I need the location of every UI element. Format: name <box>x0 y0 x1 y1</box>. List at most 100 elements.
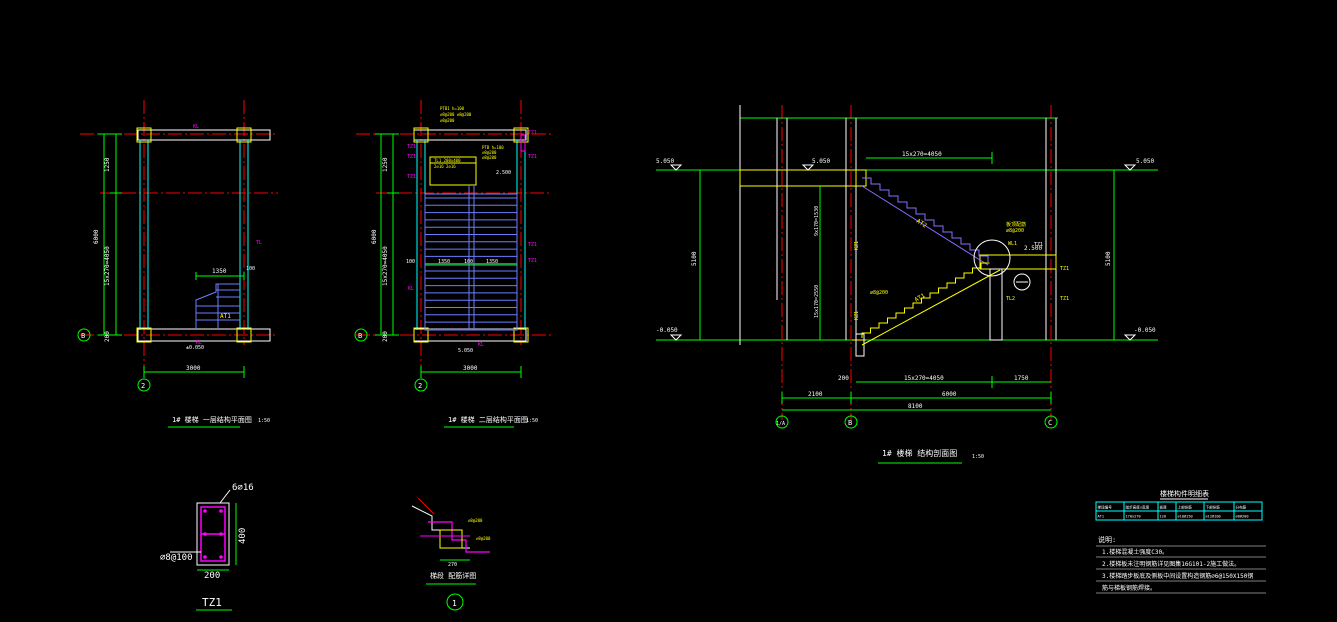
svg-text:KZ1: KZ1 <box>854 241 860 250</box>
svg-text:⌀8@200 ⌀8@200: ⌀8@200 ⌀8@200 <box>440 112 472 117</box>
plan2-dim-left-total: 6000 <box>371 229 378 244</box>
svg-text:TL1 200x400: TL1 200x400 <box>434 158 461 163</box>
spec-table-header: 分布筋 <box>1236 505 1247 510</box>
column-stirrup: ⌀8@100 <box>160 553 193 563</box>
spec-table-header: 下部纵筋 <box>1206 505 1221 510</box>
svg-text:板顶配筋: 板顶配筋 <box>1006 221 1026 228</box>
svg-text:PTB1 h=100: PTB1 h=100 <box>440 106 465 111</box>
svg-text:TZ1: TZ1 <box>528 258 537 264</box>
section-axis-a: 1/A <box>776 421 785 427</box>
section-level-landing: 2.500 <box>1024 245 1042 252</box>
notes-line-3: 3.楼梯踏步板底及侧板中间设置构造钢筋⌀6@150X150钢 <box>1102 572 1253 580</box>
svg-text:AT1: AT1 <box>220 313 231 320</box>
spec-table-cell: ⌀10@150 <box>1178 515 1193 519</box>
plan1-dim-inner: 1350 <box>212 268 227 275</box>
detail-tag-1: ⌀8@200 <box>468 518 483 523</box>
section-axis-c: C <box>1048 419 1052 427</box>
detail-1: ⌀8@200 ⌀8@200 270 梯段 配筋详图 1 <box>411 497 491 611</box>
spec-table-cell: 120 <box>1160 515 1167 519</box>
svg-text:TZ1: TZ1 <box>407 174 416 180</box>
plan-1: AT1 1350 100 1250 15x270=4050 6000 200 3… <box>77 100 278 428</box>
column-width: 200 <box>204 571 220 581</box>
plan1-dim-left-top: 1250 <box>104 157 111 172</box>
svg-text:PTB h=100: PTB h=100 <box>482 145 504 150</box>
plan1-grid-left: B <box>81 332 85 340</box>
section-flight-label-upper: AT2 <box>915 218 928 230</box>
svg-text:⌀8@200: ⌀8@200 <box>482 150 497 155</box>
section-axis-b: B <box>848 419 852 427</box>
plan1-dim-bottom: 3000 <box>186 365 201 372</box>
spec-table-title: 楼梯构件明细表 <box>1160 489 1209 498</box>
svg-text:⌀8@200: ⌀8@200 <box>482 155 497 160</box>
svg-text:WL1: WL1 <box>1008 241 1017 247</box>
section-scale: 1:50 <box>972 454 984 460</box>
section-dim-height-right: 5100 <box>1105 251 1112 266</box>
spec-table-cell: ⌀12@100 <box>1206 515 1221 519</box>
plan1-scale: 1:50 <box>258 418 270 424</box>
svg-text:TZ1: TZ1 <box>528 242 537 248</box>
plan2-grid-left: B <box>358 332 362 340</box>
notes-line-2: 2.楼梯板未注明钢筋详见图集16G101-2施工做法。 <box>1102 560 1240 568</box>
svg-text:KL: KL <box>408 286 414 292</box>
section-dim-lower-flight: 15x170=2550 <box>814 285 820 318</box>
plan2-dim-left-top: 1250 <box>382 157 389 172</box>
plan1-dim-left-mid: 15x270=4050 <box>104 246 111 286</box>
notes-heading: 说明: <box>1098 535 1116 544</box>
section-dim-total-a: 2100 <box>808 391 823 398</box>
plan2-level-bottom: 5.050 <box>458 348 473 354</box>
plan2-dim-left-mid: 15x270=4050 <box>382 246 389 286</box>
spec-table-cell: ⌀8@200 <box>1236 515 1249 519</box>
plan2-dim-inner-b: 100 <box>464 259 473 265</box>
svg-text:TZ1: TZ1 <box>407 154 416 160</box>
column-name: TZ1 <box>202 596 222 609</box>
column-tz1: 6⌀16 ⌀8@100 200 400 TZ1 <box>160 483 254 611</box>
plan-2: PTB1 h=100 ⌀8@200 ⌀8@200 ⌀8@200 PTB h=10… <box>354 100 552 428</box>
spec-table-header: 踏步高度x宽度 <box>1126 505 1150 510</box>
section-level-top-right: 5.050 <box>1136 158 1154 165</box>
spec-table-cell: 170x270 <box>1126 515 1141 519</box>
svg-text:⌀8@200: ⌀8@200 <box>440 118 455 123</box>
column-height: 400 <box>238 528 248 544</box>
spec-table-header: 梯段编号 <box>1098 505 1113 510</box>
svg-text:TZ1: TZ1 <box>407 144 416 150</box>
notes-line-4: 筋与梯板钢筋焊接。 <box>1102 584 1156 592</box>
svg-text:TL: TL <box>256 240 262 246</box>
svg-text:TZ1: TZ1 <box>1060 296 1069 302</box>
svg-text:⌀8@200: ⌀8@200 <box>870 290 888 296</box>
section-level-top-mid: 5.050 <box>812 158 830 165</box>
plan2-level-top: 2.500 <box>496 170 511 176</box>
svg-text:⌀8@200: ⌀8@200 <box>1006 228 1024 234</box>
svg-text:TZ1: TZ1 <box>528 154 537 160</box>
section-level-bot-right: -0.050 <box>1134 327 1156 334</box>
section-dim-bottom-a: 15x270=4050 <box>904 375 944 382</box>
section-level-bot-left: -0.050 <box>656 327 678 334</box>
detail-dim: 270 <box>448 562 457 568</box>
plan1-level: ±0.050 <box>186 345 204 351</box>
detail-tag-2: ⌀8@200 <box>476 536 491 541</box>
spec-table-header: 上部纵筋 <box>1178 505 1193 510</box>
svg-text:2⌀16 2⌀16: 2⌀16 2⌀16 <box>434 164 456 169</box>
section-dim-200: 200 <box>838 375 849 382</box>
svg-text:TL2: TL2 <box>1006 296 1015 302</box>
plan2-scale: 1:50 <box>526 418 538 424</box>
column-top-bar: 6⌀16 <box>232 483 254 493</box>
section-flight-label-lower: AT1 <box>914 292 927 304</box>
section-dim-bottom-b: 1750 <box>1014 375 1029 382</box>
section-dim-total-c: 8100 <box>908 403 923 410</box>
plan2-dim-bottom: 3000 <box>463 365 478 372</box>
svg-text:KZ1: KZ1 <box>854 311 860 320</box>
spec-table-header: 板厚 <box>1160 505 1168 510</box>
plan2-grid-bottom: 2 <box>418 382 422 390</box>
svg-text:100: 100 <box>406 259 415 265</box>
svg-text:100: 100 <box>246 266 255 272</box>
spec-table-cell: AT1 <box>1098 515 1105 519</box>
svg-text:KL: KL <box>478 342 484 348</box>
plan1-dim-left-bot: 200 <box>104 331 111 342</box>
stair-section: KZ1 KZ1 WL1 TL2 TZ1 TZ1 ⌀8@200 板顶配筋 ⌀8@2… <box>656 105 1158 464</box>
spec-table: 楼梯构件明细表 梯段编号 踏步高度x宽度 板厚 上部纵筋 下部纵筋 分布筋 AT1 170x2… <box>1095 489 1263 521</box>
detail-number: 1 <box>452 599 457 608</box>
plan1-dim-left-total: 6000 <box>93 229 100 244</box>
section-dim-height-left: 5100 <box>691 251 698 266</box>
plan2-dim-inner-c: 1350 <box>486 259 498 265</box>
